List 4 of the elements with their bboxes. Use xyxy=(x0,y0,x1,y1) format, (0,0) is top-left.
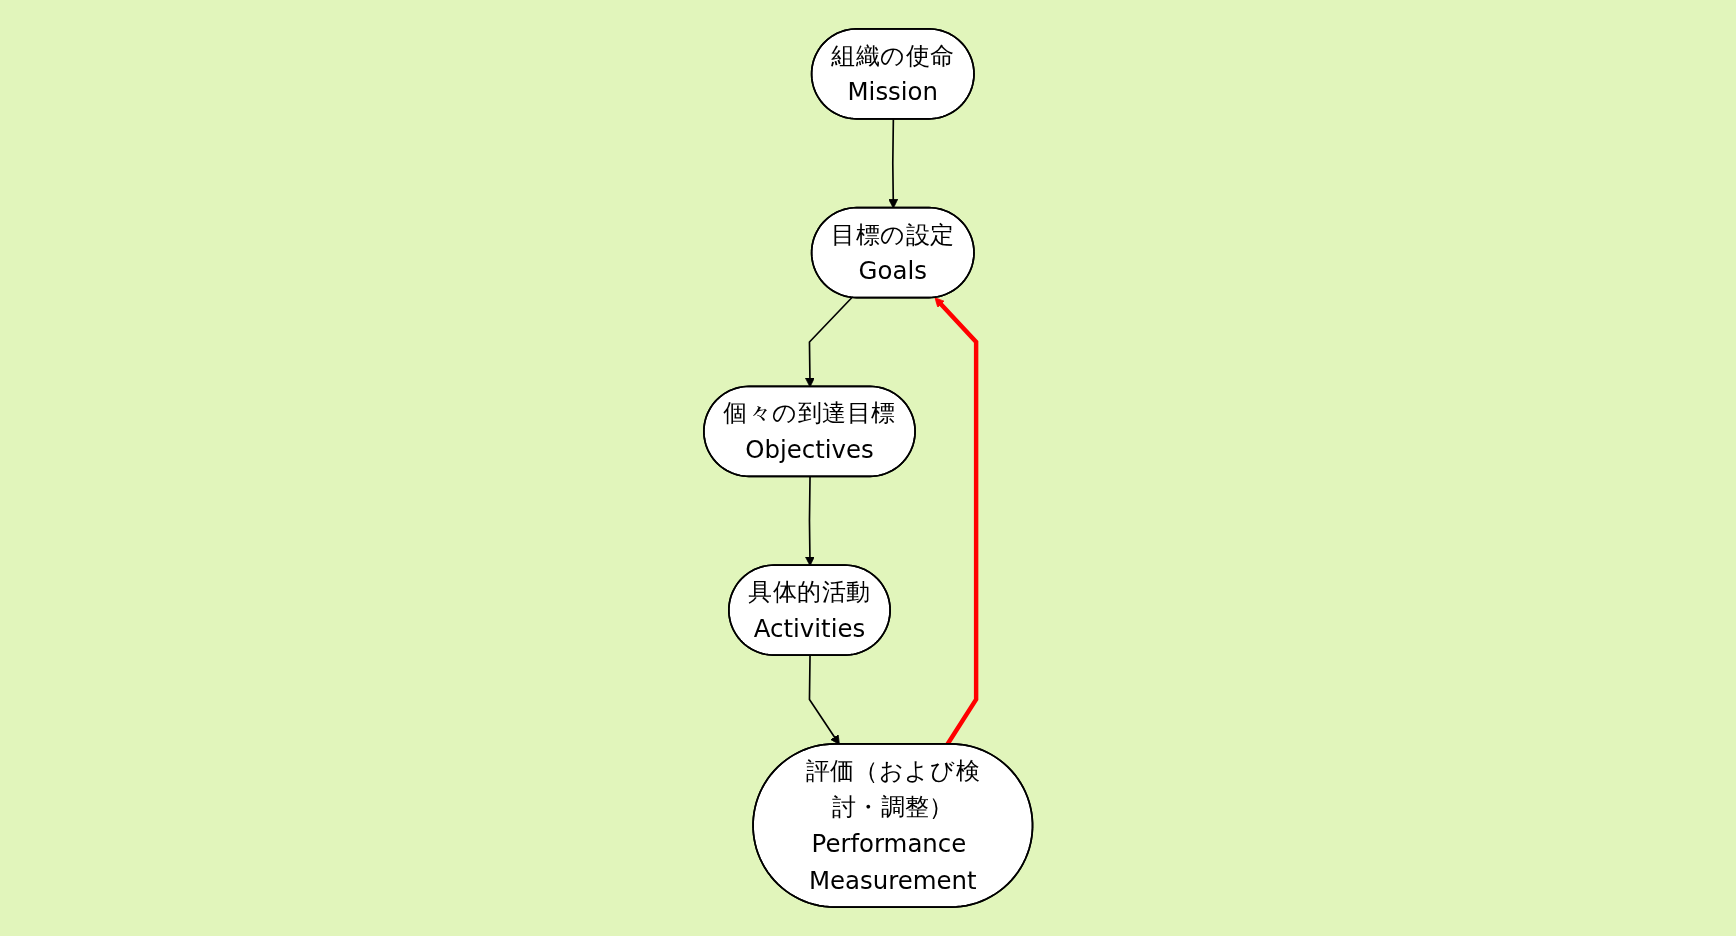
arrow xyxy=(804,296,853,388)
arrow xyxy=(888,118,898,209)
arrow xyxy=(808,654,840,745)
arrow xyxy=(804,476,815,567)
